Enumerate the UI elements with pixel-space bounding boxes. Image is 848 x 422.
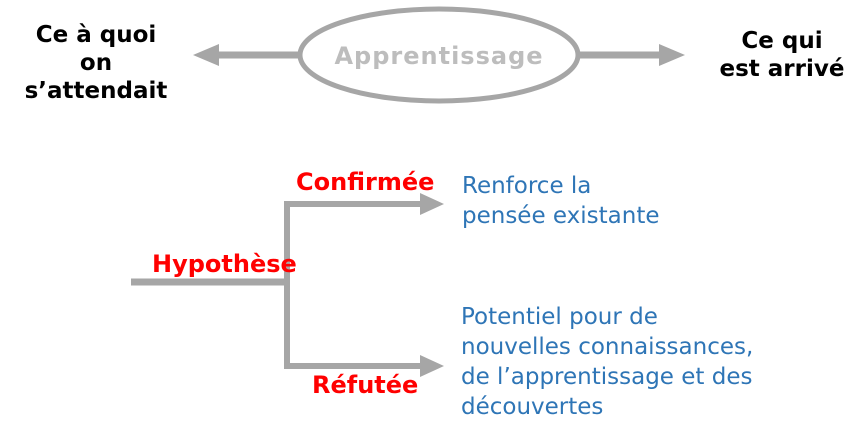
confirmed-label: Confirmée bbox=[296, 168, 435, 196]
learning-label: Apprentissage bbox=[334, 42, 544, 70]
expectation-label: Ce à quoi on s’attendait bbox=[24, 22, 168, 104]
refuted-label: Réfutée bbox=[312, 371, 419, 399]
right-arrow-head bbox=[659, 44, 685, 66]
learning-ellipse bbox=[297, 6, 581, 104]
confirmed-outcome-text: Renforce la pensée existante bbox=[462, 173, 660, 229]
left-arrow-head bbox=[193, 44, 219, 66]
outcome-label: Ce qui est arrivé bbox=[719, 28, 845, 82]
refuted-outcome-text: Potentiel pour de nouvelles connaissance… bbox=[461, 304, 754, 420]
confirmed-arrow-head bbox=[420, 193, 444, 215]
refuted-arrow-head bbox=[420, 355, 444, 377]
hypothesis-label: Hypothèse bbox=[152, 250, 297, 278]
